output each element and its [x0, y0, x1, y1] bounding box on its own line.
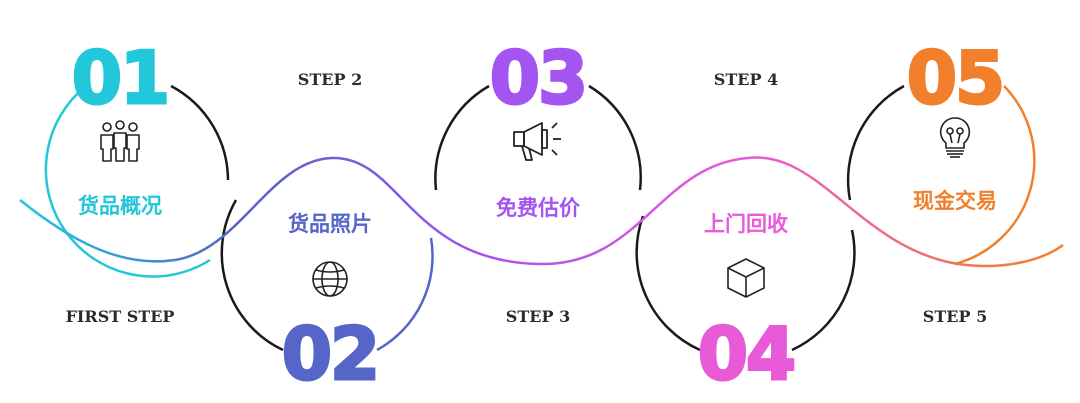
box-icon	[724, 256, 768, 304]
gradient-wave	[19, 156, 1064, 268]
circle-2-dark-arc	[220, 199, 284, 352]
step-5-title: 现金交易	[913, 189, 997, 213]
step-3-title: 免费估价	[496, 196, 580, 220]
step-1-number: 01	[70, 36, 171, 120]
circle-1-dark-arc	[170, 84, 230, 181]
step-1-title: 货品概况	[78, 194, 162, 218]
circle-5-dark-arc	[846, 84, 905, 201]
step-3-number: 03	[488, 36, 589, 120]
circle-3-dark-arc-left	[434, 84, 490, 191]
people-icon	[99, 119, 141, 167]
megaphone-icon	[512, 118, 564, 166]
circle-4-dark-arc-left	[635, 215, 701, 352]
circle-4-dark-arc-right	[791, 229, 856, 352]
step-4-title: 上门回收	[704, 212, 788, 236]
circle-5-colored-arc	[954, 85, 1036, 266]
step-2-title: 货品照片	[288, 212, 372, 236]
step-4-caption: STEP 4	[713, 70, 779, 89]
lightbulb-icon	[937, 116, 973, 164]
step-4-number: 04	[696, 312, 797, 396]
step-3-caption: STEP 3	[505, 307, 571, 326]
step-5-number: 05	[905, 36, 1006, 120]
globe-icon	[310, 259, 350, 303]
step-2-caption: STEP 2	[297, 70, 363, 89]
step-2-number: 02	[280, 312, 381, 396]
circle-3-dark-arc-right	[588, 84, 642, 191]
circle-2-colored-arc	[376, 237, 434, 352]
step-5-caption: STEP 5	[922, 307, 988, 326]
step-1-caption: FIRST STEP	[65, 307, 175, 326]
